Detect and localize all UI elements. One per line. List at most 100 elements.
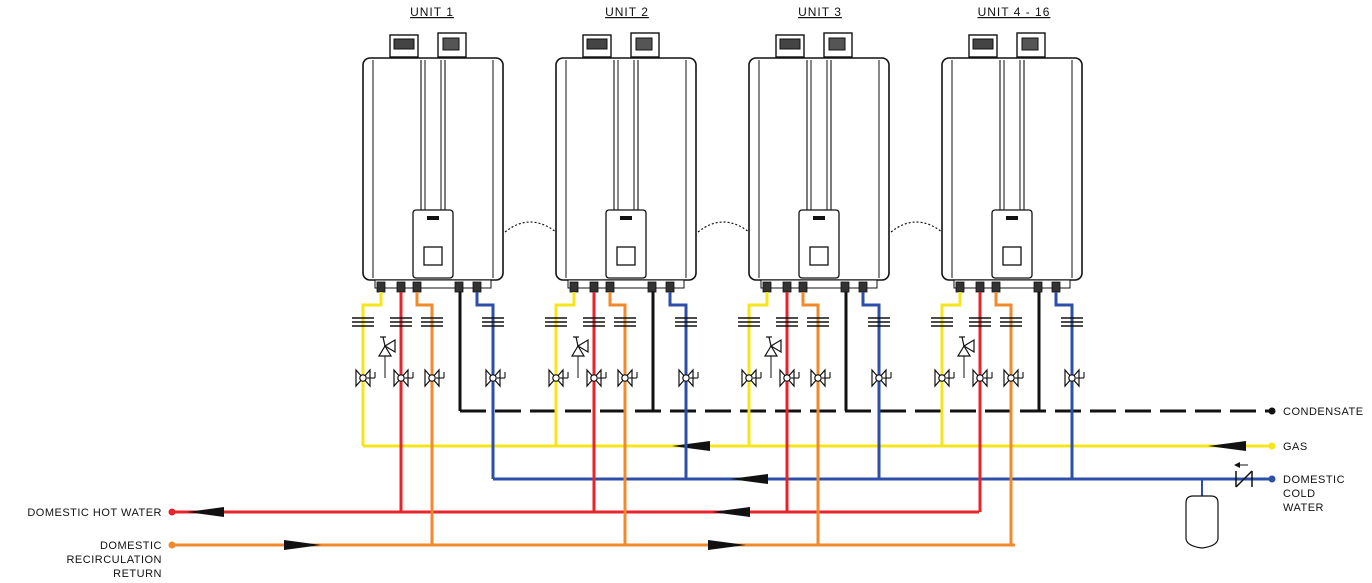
pipe-fitting — [991, 281, 1001, 293]
communication-cable — [890, 221, 943, 233]
check-valve — [1234, 462, 1253, 488]
water-heater-unit — [738, 32, 892, 545]
unit-3-label: UNIT 3 — [798, 5, 842, 19]
isolation-valve — [810, 368, 831, 388]
gas-flow-arrow — [1208, 441, 1246, 451]
fitting-rail — [760, 279, 878, 289]
isolation-valve — [1064, 368, 1085, 388]
brand-badge — [427, 216, 439, 220]
control-panel — [605, 209, 647, 279]
branch-piping — [352, 292, 506, 545]
fitting-rail — [953, 279, 1071, 289]
cold-water-branch — [475, 292, 495, 479]
control-panel — [412, 209, 454, 279]
vent-collar — [586, 38, 608, 50]
fitting-rail — [567, 279, 685, 289]
unit-labels: UNIT 1 UNIT 2 UNIT 3 UNIT 4 - 16 — [410, 5, 1049, 19]
vent-collar — [779, 38, 801, 50]
intake-collar — [1021, 37, 1039, 51]
recirculation-label-2: RECIRCULATION — [66, 554, 162, 566]
pipe-fitting — [1033, 281, 1043, 293]
cold-water-label-2: COLD — [1283, 488, 1316, 500]
gas-label: GAS — [1283, 441, 1308, 453]
vent-collar — [972, 38, 994, 50]
hot-water-label: DOMESTIC HOT WATER — [27, 507, 162, 519]
recirculation-branch — [415, 292, 434, 545]
pipe-fitting — [1051, 281, 1061, 293]
isolation-valve — [741, 368, 762, 388]
brand-badge — [813, 216, 825, 220]
display-screen — [1002, 246, 1022, 266]
isolation-valve — [355, 368, 376, 388]
expansion-tank — [1185, 479, 1219, 549]
gas-branch — [940, 292, 962, 446]
pipe-fitting — [798, 281, 808, 293]
display-screen — [809, 246, 829, 266]
isolation-valve — [972, 368, 993, 388]
hot-water-flow-arrow — [712, 507, 750, 517]
pipe-fitting — [412, 281, 422, 293]
pipe-fitting — [782, 281, 792, 293]
pressure-relief-valve — [956, 336, 975, 357]
hot-water-endpoint — [168, 508, 176, 516]
isolation-valve — [871, 368, 892, 388]
water-heater-unit — [352, 32, 506, 545]
water-heater-unit — [545, 32, 699, 545]
display-screen — [616, 246, 636, 266]
line-labels: CONDENSATE GAS DOMESTIC COLD WATER DOMES… — [27, 406, 1363, 580]
communication-cables — [504, 221, 943, 233]
condensate-endpoint — [1268, 407, 1276, 415]
pressure-relief-valve — [763, 336, 782, 357]
pipe-fitting — [762, 281, 772, 293]
pipe-fitting — [472, 281, 482, 293]
gas-endpoint — [1268, 442, 1276, 450]
pipe-fitting — [975, 281, 985, 293]
water-heater-unit — [931, 32, 1085, 545]
pipe-headers — [168, 407, 1276, 550]
gas-branch — [747, 292, 769, 446]
recirculation-flow-arrow — [284, 540, 321, 550]
recirculation-branch — [801, 292, 820, 545]
recirculation-label-1: DOMESTIC — [100, 540, 162, 552]
recirculation-endpoint — [168, 541, 176, 549]
gas-branch — [554, 292, 576, 446]
fitting-rail — [374, 279, 492, 289]
pipe-fitting — [665, 281, 675, 293]
pipe-fitting — [647, 281, 657, 293]
intake-collar — [828, 37, 846, 51]
control-panel — [991, 209, 1033, 279]
pipe-fitting — [589, 281, 599, 293]
isolation-valve — [586, 368, 607, 388]
cold-water-branch — [668, 292, 688, 479]
unit-1-label: UNIT 1 — [410, 5, 454, 19]
cold-water-label-1: DOMESTIC — [1283, 474, 1345, 486]
pipe-fitting — [396, 281, 406, 293]
recirculation-flow-arrow — [708, 540, 746, 550]
intake-collar — [635, 37, 653, 51]
isolation-valve — [548, 368, 569, 388]
recirculation-label-3: RETURN — [113, 568, 162, 580]
control-panel — [798, 209, 840, 279]
pipe-fitting — [840, 281, 850, 293]
pipe-fitting — [605, 281, 615, 293]
branch-piping — [931, 292, 1085, 545]
isolation-valve — [617, 368, 638, 388]
brand-badge — [1006, 216, 1018, 220]
branch-piping — [545, 292, 699, 545]
pipe-fitting — [955, 281, 965, 293]
pipe-fitting — [376, 281, 386, 293]
communication-cable — [504, 221, 557, 233]
branch-piping — [738, 292, 892, 545]
cold-water-branch — [861, 292, 881, 479]
brand-badge — [620, 216, 632, 220]
isolation-valve — [1003, 368, 1024, 388]
pipe-fitting — [454, 281, 464, 293]
cold-water-label-3: WATER — [1283, 502, 1324, 514]
unit-2-label: UNIT 2 — [605, 5, 649, 19]
isolation-valve — [678, 368, 699, 388]
gas-branch — [361, 292, 383, 446]
hot-water-flow-arrow — [187, 507, 224, 517]
isolation-valve — [424, 368, 445, 388]
pipe-fitting — [858, 281, 868, 293]
